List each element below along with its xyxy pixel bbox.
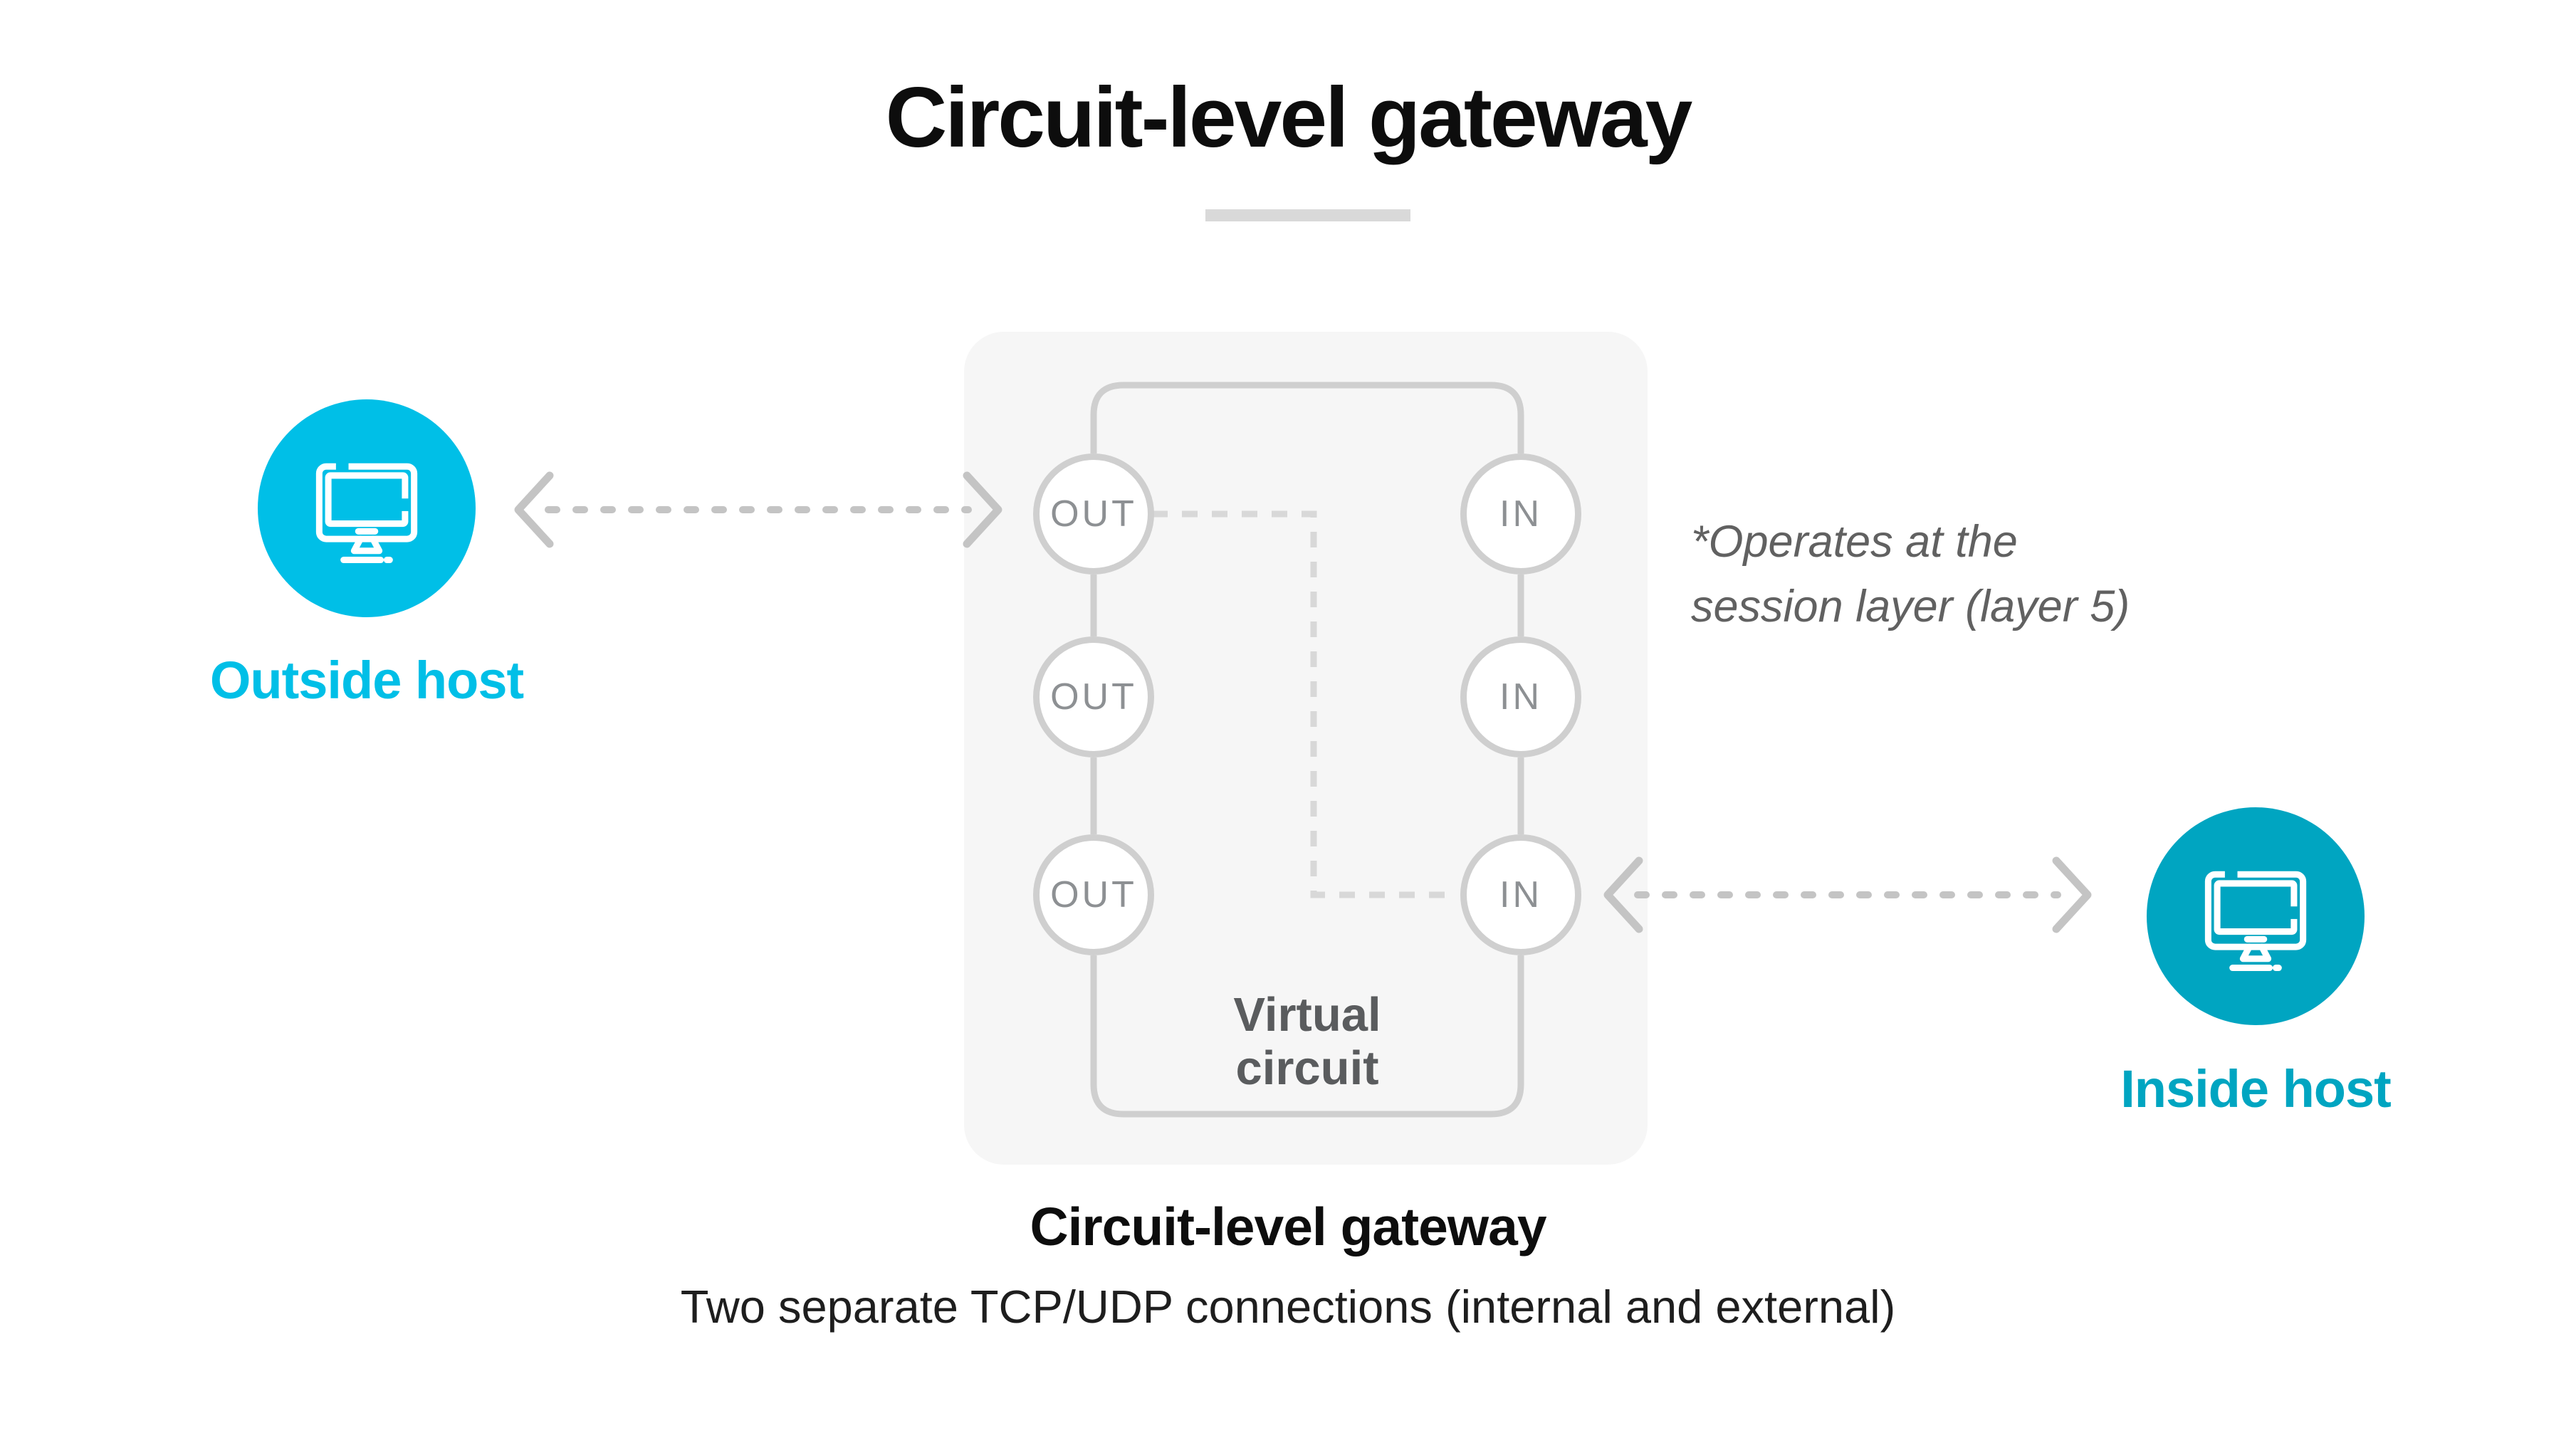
arrow-head-left-icon bbox=[1603, 856, 1643, 933]
gateway-caption-subtitle: Two separate TCP/UDP connections (intern… bbox=[680, 1281, 1896, 1333]
top-connector-line bbox=[1090, 382, 1524, 453]
session-layer-note-line2: session layer (layer 5) bbox=[1691, 582, 2130, 632]
arrow-head-right-icon bbox=[963, 471, 1002, 548]
node-label: OUT bbox=[1050, 493, 1137, 535]
virtual-circuit-line1: Virtual bbox=[1233, 988, 1381, 1042]
monitor-icon bbox=[2204, 869, 2307, 972]
gateway-node-in-2: IN bbox=[1460, 636, 1581, 757]
session-layer-note-line1: *Operates at the bbox=[1691, 517, 2018, 567]
arrow-head-left-icon bbox=[514, 471, 554, 548]
inside-host-label: Inside host bbox=[2120, 1059, 2392, 1118]
monitor-icon bbox=[315, 461, 418, 564]
node-label: IN bbox=[1499, 874, 1542, 916]
gateway-node-out-3: OUT bbox=[1033, 834, 1154, 955]
title-divider bbox=[1205, 209, 1410, 221]
outside-host-label: Outside host bbox=[209, 651, 524, 710]
session-layer-note: *Operates at the session layer (layer 5) bbox=[1691, 510, 2130, 640]
node-label: IN bbox=[1499, 493, 1542, 535]
virtual-circuit-label: Virtual circuit bbox=[1094, 988, 1521, 1095]
inside-host-circle bbox=[2147, 807, 2365, 1025]
gateway-node-out-1: OUT bbox=[1033, 453, 1154, 575]
page-title: Circuit-level gateway bbox=[885, 70, 1693, 165]
gateway-caption-title: Circuit-level gateway bbox=[1030, 1197, 1546, 1256]
node-label: OUT bbox=[1050, 874, 1137, 916]
gateway-node-in-3: IN bbox=[1460, 834, 1581, 955]
gateway-node-in-1: IN bbox=[1460, 453, 1581, 575]
bottom-connector-line bbox=[1090, 955, 1524, 1118]
gateway-node-out-2: OUT bbox=[1033, 636, 1154, 757]
outside-host-circle bbox=[258, 399, 476, 617]
arrow-head-right-icon bbox=[2052, 856, 2092, 933]
node-label: IN bbox=[1499, 676, 1542, 718]
node-label: OUT bbox=[1050, 676, 1137, 718]
virtual-circuit-dashed-path bbox=[1152, 510, 1454, 898]
virtual-circuit-line2: circuit bbox=[1235, 1042, 1379, 1096]
